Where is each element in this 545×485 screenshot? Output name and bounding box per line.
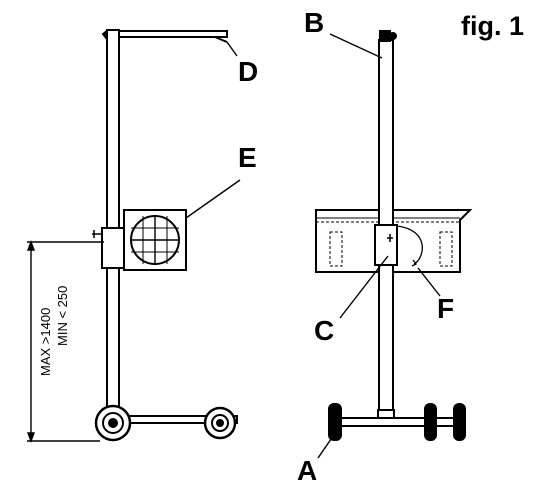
lever-f <box>396 225 423 265</box>
dimension-max-text: MAX >1400 <box>38 308 53 376</box>
side-top-knob <box>101 29 108 42</box>
front-wheel-right <box>453 403 466 441</box>
label-d: D <box>238 56 258 87</box>
dimension-min-text: MIN < 250 <box>55 286 70 346</box>
height-dimension <box>26 240 104 443</box>
front-carriage <box>374 224 398 266</box>
side-column <box>106 29 120 416</box>
label-a: A <box>297 455 317 485</box>
front-wheel-left <box>328 403 342 441</box>
leader-lines <box>185 33 441 459</box>
label-c: C <box>314 315 334 346</box>
side-carriage <box>101 227 125 269</box>
front-view <box>315 30 473 441</box>
front-top-knob <box>379 30 391 42</box>
front-wheel-mid <box>424 403 437 441</box>
label-e: E <box>238 142 257 173</box>
side-view <box>92 29 238 442</box>
arm-d <box>118 30 228 38</box>
figure-title: fig. 1 <box>461 11 524 41</box>
front-base-axle <box>339 417 459 427</box>
label-f: F <box>437 293 454 324</box>
label-b: B <box>304 7 324 38</box>
